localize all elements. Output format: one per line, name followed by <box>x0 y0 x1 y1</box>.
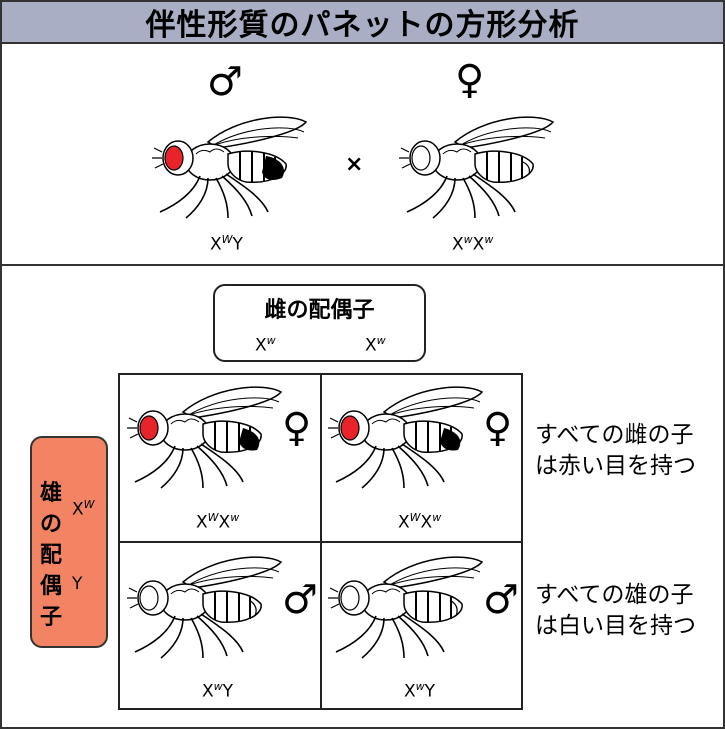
offspring-1-genotype: XWXw <box>196 511 239 533</box>
male-symbol: ♂ <box>207 62 243 102</box>
allele: X <box>210 235 222 255</box>
title-bar: 伴性形質のパネットの方形分析 <box>0 0 725 44</box>
allele-superscript: w <box>230 511 239 524</box>
allele: X <box>398 513 410 533</box>
allele-superscript: w <box>432 511 441 524</box>
allele: X <box>473 235 485 255</box>
offspring-2-fly-icon <box>324 382 484 492</box>
female-gamete-2: Xw <box>365 334 386 356</box>
male-offspring-note: すべての雄の子は白い目を持つ <box>535 580 715 642</box>
allele: X <box>365 336 377 356</box>
offspring-4-fly-icon <box>324 552 484 662</box>
allele-superscript: w <box>267 334 276 347</box>
allele: X <box>421 513 433 533</box>
male-gametes-box: 雄の配偶子 XW Y <box>30 436 108 648</box>
allele-superscript: W <box>222 233 233 246</box>
allele: Y <box>223 682 233 702</box>
allele: X <box>202 682 214 702</box>
female-gametes-box: 雌の配偶子 Xw Xw <box>213 284 426 362</box>
allele-superscript: w <box>464 233 473 246</box>
cross-symbol: × <box>345 152 363 177</box>
allele: Y <box>233 235 243 255</box>
offspring-2-genotype: XWXw <box>398 511 441 533</box>
allele-superscript: w <box>377 334 386 347</box>
male-gamete-2: Y <box>72 574 82 594</box>
male-gametes-title: 雄の配偶子 <box>38 478 64 633</box>
allele-superscript: W <box>208 511 219 524</box>
allele: Y <box>425 682 435 702</box>
offspring-4-symbol: ♂ <box>483 580 519 620</box>
page-title: 伴性形質のパネットの方形分析 <box>146 0 580 44</box>
allele: X <box>196 513 208 533</box>
offspring-3-symbol: ♂ <box>282 580 318 620</box>
allele: X <box>452 235 464 255</box>
male-gamete-1: XW <box>72 498 95 520</box>
allele: X <box>219 513 231 533</box>
allele-superscript: w <box>214 680 223 693</box>
parent-female-genotype: XwXw <box>452 233 493 255</box>
allele: X <box>404 682 416 702</box>
offspring-3-genotype: XwY <box>202 680 233 702</box>
female-offspring-note: すべての雌の子は赤い目を持つ <box>535 420 715 482</box>
grid-divider <box>120 541 521 543</box>
offspring-1-fly-icon <box>123 382 283 492</box>
female-gametes-title: 雌の配偶子 <box>215 292 424 324</box>
female-gamete-1: Xw <box>255 334 276 356</box>
parent-male-fly-icon <box>148 112 308 222</box>
female-symbol: ♀ <box>455 60 484 100</box>
allele-superscript: w <box>484 233 493 246</box>
offspring-1-symbol: ♀ <box>282 408 311 448</box>
allele-superscript: W <box>410 511 421 524</box>
allele-superscript: w <box>416 680 425 693</box>
offspring-3-fly-icon <box>123 552 283 662</box>
allele: X <box>255 336 267 356</box>
allele: X <box>72 500 84 520</box>
offspring-2-symbol: ♀ <box>483 408 512 448</box>
parent-male-genotype: XWY <box>210 233 243 255</box>
parent-female-fly-icon <box>395 112 555 222</box>
allele-superscript: W <box>84 498 95 511</box>
offspring-4-genotype: XwY <box>404 680 435 702</box>
